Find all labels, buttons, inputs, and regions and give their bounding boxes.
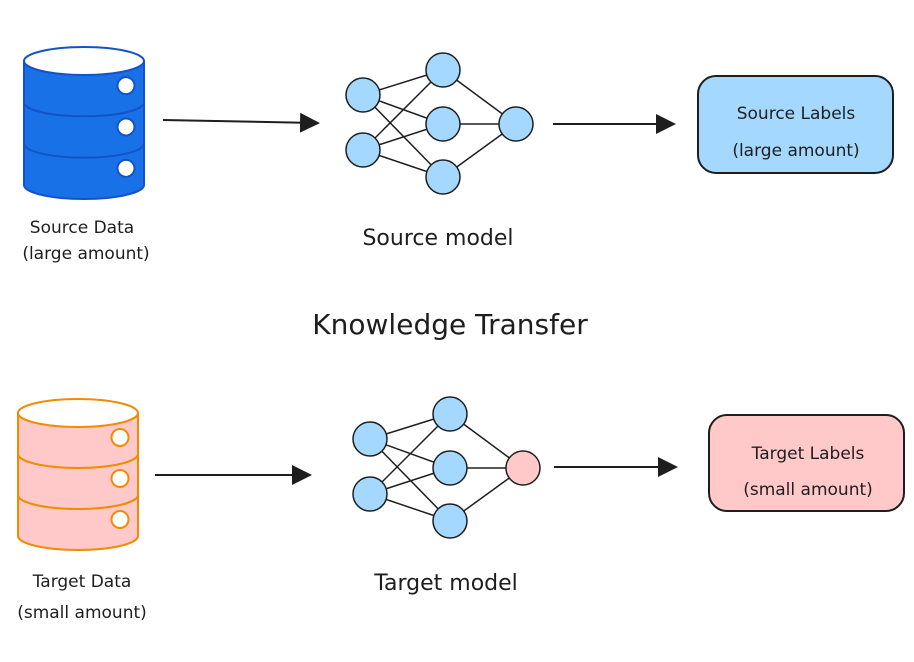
target-database [17,398,139,551]
network-hidden-node [432,503,468,539]
network-hidden-node [425,52,461,88]
database-divider [17,494,139,510]
arrow-source-data-to-model [162,112,320,133]
network-edge [362,94,444,178]
database-divider [23,143,145,159]
network-input-node [352,476,388,512]
source-data-label: Source Data [30,218,134,238]
network-hidden-node [432,396,468,432]
source-model-label: Source model [362,226,513,251]
source-model-network [345,52,534,195]
source-labels-amount: (large amount) [732,141,859,161]
knowledge-transfer-title: Knowledge Transfer [312,308,588,341]
network-hidden-node [425,159,461,195]
database-indicator-dot [110,469,130,488]
network-edge [369,413,451,495]
target-labels-amount: (small amount) [743,480,873,500]
target-labels-box: Target Labels (small amount) [708,414,905,512]
target-model-label: Target model [373,571,518,596]
database-indicator-dot [110,510,130,529]
database-divider [17,453,139,469]
network-hidden-node [425,106,461,142]
network-edge [362,69,444,151]
source-labels-title: Source Labels [737,104,856,124]
network-output-node [498,106,534,142]
network-hidden-node [432,450,468,486]
target-labels-title: Target Labels [751,444,865,464]
source-database [23,46,145,200]
network-edge [369,438,451,522]
database-indicator-dot [116,117,136,137]
target-data-label: Target Data [32,572,132,592]
database-indicator-dot [116,158,136,178]
network-output-node [505,450,541,486]
source-data-amount: (large amount) [22,244,149,264]
network-input-node [345,77,381,113]
database-divider [23,102,145,118]
network-input-node [345,132,381,168]
network-input-node [352,421,388,457]
database-body [23,61,145,200]
database-top [17,398,139,428]
target-model-network [352,396,541,539]
target-data-amount: (small amount) [17,603,147,623]
database-body [17,413,139,551]
database-top [23,46,145,76]
database-indicator-dot [110,428,130,447]
source-labels-box: Source Labels (large amount) [697,75,894,174]
database-indicator-dot [116,76,136,96]
